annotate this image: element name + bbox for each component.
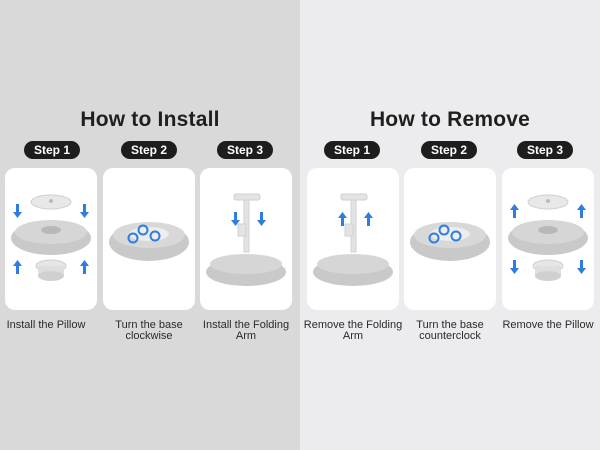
rotate-clockwise-icon	[127, 224, 161, 244]
rotate-counterclockwise-icon	[428, 224, 462, 244]
remove-step1-caption: Remove the Folding Arm	[303, 319, 403, 342]
arrow-down-icon	[231, 212, 266, 226]
pillow-icon	[313, 254, 393, 286]
pillow-icon	[508, 220, 588, 255]
arrow-up-icon	[13, 260, 89, 274]
pillow-icon	[11, 220, 91, 255]
install-step1-caption: Install the Pillow	[6, 319, 86, 331]
install-step2-badge: Step 2	[121, 141, 177, 159]
install-step1-image	[5, 168, 97, 310]
install-step3-caption: Install the Folding Arm	[202, 319, 290, 342]
remove-title: How to Remove	[369, 108, 531, 131]
install-step3-image	[200, 168, 292, 310]
remove-step1-image	[307, 168, 399, 310]
remove-step3-caption: Remove the Pillow	[502, 319, 594, 331]
install-panel: How to Install Step 1 Step 2 Step 3	[0, 0, 300, 450]
arrow-up-icon	[510, 204, 586, 218]
pillow-icon	[206, 254, 286, 286]
arrow-down-icon	[13, 204, 89, 218]
phone-holder-icon	[233, 193, 261, 253]
remove-step1-badge: Step 1	[324, 141, 380, 159]
install-title: How to Install	[80, 108, 220, 131]
arrow-up-icon	[338, 212, 373, 226]
install-step3-badge: Step 3	[217, 141, 273, 159]
base-icon	[532, 259, 564, 281]
remove-step2-badge: Step 2	[421, 141, 477, 159]
top-plate-icon	[30, 194, 72, 210]
top-plate-icon	[527, 194, 569, 210]
install-step1-badge: Step 1	[24, 141, 80, 159]
base-icon	[35, 259, 67, 281]
install-step2-caption: Turn the base clockwise	[115, 319, 183, 342]
remove-step3-badge: Step 3	[517, 141, 573, 159]
pillow-icon	[410, 222, 490, 261]
remove-panel: How to Remove Step 1 Step 2 Step 3	[300, 0, 600, 450]
remove-step2-caption: Turn the base counterclock	[416, 319, 484, 342]
install-step2-image	[103, 168, 195, 310]
remove-step3-image	[502, 168, 594, 310]
remove-step2-image	[404, 168, 496, 310]
phone-holder-icon	[340, 193, 368, 253]
pillow-icon	[109, 222, 189, 261]
arrow-down-icon	[510, 260, 586, 274]
